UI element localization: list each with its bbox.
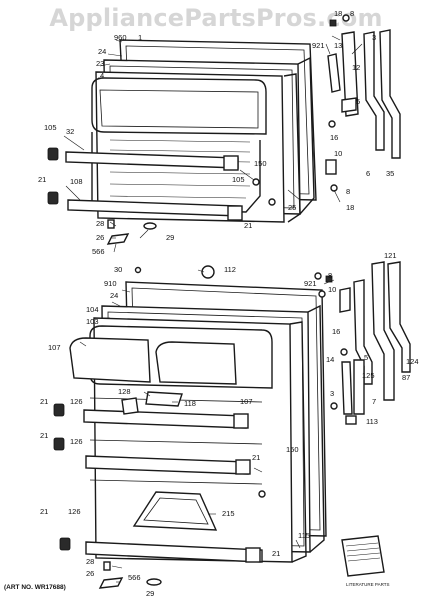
callout: 121 bbox=[384, 251, 397, 260]
callout: 6 bbox=[366, 169, 370, 178]
art-number: (ART NO. WR17688) bbox=[4, 584, 66, 591]
callout: 7 bbox=[372, 397, 376, 406]
callout: 150 bbox=[254, 159, 267, 168]
upper-callouts: 18 8 960 1 3 24 921 13 23 4 12 105 32 5 … bbox=[38, 9, 394, 256]
callout: 126 bbox=[68, 507, 81, 516]
callout: 8 bbox=[350, 9, 354, 18]
callout: 21 bbox=[40, 397, 48, 406]
callout: 124 bbox=[406, 357, 419, 366]
callout: 103 bbox=[86, 317, 99, 326]
callout: 16 bbox=[332, 327, 340, 336]
callout: 13 bbox=[334, 41, 342, 50]
callout: 23 bbox=[96, 59, 104, 68]
callout: 21 bbox=[40, 431, 48, 440]
callout: 105 bbox=[232, 175, 245, 184]
callout: 10 bbox=[334, 149, 342, 158]
callout: 215 bbox=[222, 509, 235, 518]
callout: 21 bbox=[252, 453, 260, 462]
callout: 28 bbox=[96, 219, 104, 228]
callout: 18 bbox=[346, 203, 354, 212]
callout: 21 bbox=[40, 507, 48, 516]
callout: 29 bbox=[166, 233, 174, 242]
callout: 921 bbox=[304, 279, 317, 288]
callout: 24 bbox=[98, 47, 106, 56]
callout: 30 bbox=[114, 265, 122, 274]
freezer-hinge-parts bbox=[325, 14, 401, 192]
callout: 29 bbox=[146, 589, 154, 598]
freezer-door-liner bbox=[95, 71, 285, 223]
lower-callouts: 30 112 910 24 921 8 10 121 104 103 16 10… bbox=[40, 251, 419, 598]
callout: 18 bbox=[334, 9, 342, 18]
callout: 105 bbox=[44, 123, 57, 132]
callout: 4 bbox=[100, 71, 104, 80]
callout: 21 bbox=[244, 221, 252, 230]
callout: 8 bbox=[328, 271, 332, 280]
watermark: AppliancePartsPros.com bbox=[49, 4, 383, 32]
literature-label: LITERATURE PARTS bbox=[346, 582, 390, 587]
callout: 21 bbox=[38, 175, 46, 184]
fresh-food-door-assembly bbox=[53, 265, 327, 589]
callout: 35 bbox=[386, 169, 394, 178]
callout: 150 bbox=[286, 445, 299, 454]
callout: 28 bbox=[86, 557, 94, 566]
callout: 5 bbox=[356, 97, 360, 106]
callout: 87 bbox=[402, 373, 410, 382]
callout: 26 bbox=[96, 233, 104, 242]
callout: 107 bbox=[240, 397, 253, 406]
callout: 21 bbox=[272, 549, 280, 558]
callout: 960 bbox=[114, 33, 127, 42]
callout: 1 bbox=[138, 33, 142, 42]
callout: 3 bbox=[372, 33, 376, 42]
literature-parts-booklet bbox=[341, 535, 385, 577]
callout: 108 bbox=[70, 177, 83, 186]
callout: 118 bbox=[184, 399, 196, 408]
callout: 25 bbox=[288, 203, 296, 212]
callout: 125 bbox=[362, 371, 375, 380]
freezer-door-assembly bbox=[47, 39, 317, 245]
callout: 8 bbox=[346, 187, 350, 196]
callout: 113 bbox=[366, 417, 378, 426]
callout: 12 bbox=[352, 63, 360, 72]
callout: 3 bbox=[330, 389, 334, 398]
callout: 112 bbox=[224, 265, 236, 274]
fresh-food-hinge-parts bbox=[314, 261, 411, 577]
callout: 24 bbox=[110, 291, 118, 300]
callout: 126 bbox=[70, 437, 83, 446]
callout: 115 bbox=[298, 531, 310, 540]
callout: 128 bbox=[118, 387, 131, 396]
callout: 126 bbox=[70, 397, 83, 406]
callout: 16 bbox=[330, 133, 338, 142]
callout: 566 bbox=[128, 573, 141, 582]
callout: 107 bbox=[48, 343, 61, 352]
callout: 10 bbox=[328, 285, 336, 294]
door-shelf-bar-3 bbox=[85, 541, 263, 563]
callout: 566 bbox=[92, 247, 105, 256]
callout: 14 bbox=[326, 355, 334, 364]
callout: 32 bbox=[66, 127, 74, 136]
callout: 5 bbox=[364, 353, 368, 362]
callout: 921 bbox=[312, 41, 325, 50]
callout: 26 bbox=[86, 569, 94, 578]
callout: 104 bbox=[86, 305, 99, 314]
callout: 910 bbox=[104, 279, 117, 288]
